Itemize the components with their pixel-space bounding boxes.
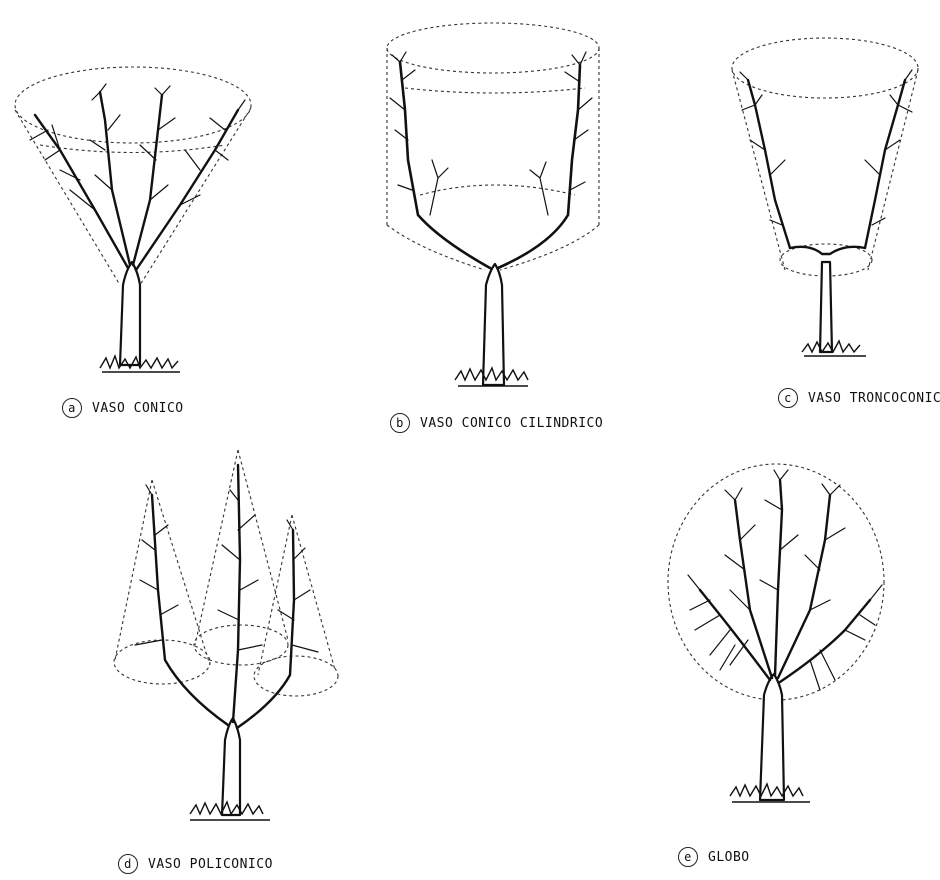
figure-label: VASO POLICONICO: [148, 857, 273, 872]
figure-letter-badge: c: [778, 388, 798, 408]
caption-vaso-troncoconico: c VASO TRONCOCONICO: [778, 388, 940, 408]
figure-vaso-policonico: d VASO POLICONICO: [90, 440, 390, 880]
caption-globo: e GLOBO: [678, 847, 750, 867]
figure-letter-badge: d: [118, 854, 138, 874]
tree-drawing-globo: [660, 440, 940, 840]
caption-vaso-policonico: d VASO POLICONICO: [118, 854, 273, 874]
figure-letter-badge: a: [62, 398, 82, 418]
figure-letter-badge: e: [678, 847, 698, 867]
figure-vaso-troncoconico: c VASO TRONCOCONICO: [690, 0, 940, 440]
figure-globo: e GLOBO: [660, 440, 940, 880]
figure-label: VASO CONICO CILINDRICO: [420, 416, 603, 431]
caption-vaso-conico: a VASO CONICO: [62, 398, 184, 418]
caption-vaso-conico-cilindrico: b VASO CONICO CILINDRICO: [390, 413, 603, 433]
figure-vaso-conico-cilindrico: b VASO CONICO CILINDRICO: [360, 0, 640, 440]
tree-drawing-vaso-conico: [0, 0, 300, 400]
figure-letter-badge: b: [390, 413, 410, 433]
figure-label: VASO TRONCOCONICO: [808, 391, 940, 406]
figure-label: VASO CONICO: [92, 401, 184, 416]
figure-label: GLOBO: [708, 850, 750, 865]
figure-vaso-conico: a VASO CONICO: [0, 0, 300, 440]
tree-drawing-vaso-troncoconico: [690, 0, 940, 400]
tree-drawing-vaso-policonico: [90, 440, 390, 840]
tree-drawing-vaso-conico-cilindrico: [360, 0, 640, 400]
